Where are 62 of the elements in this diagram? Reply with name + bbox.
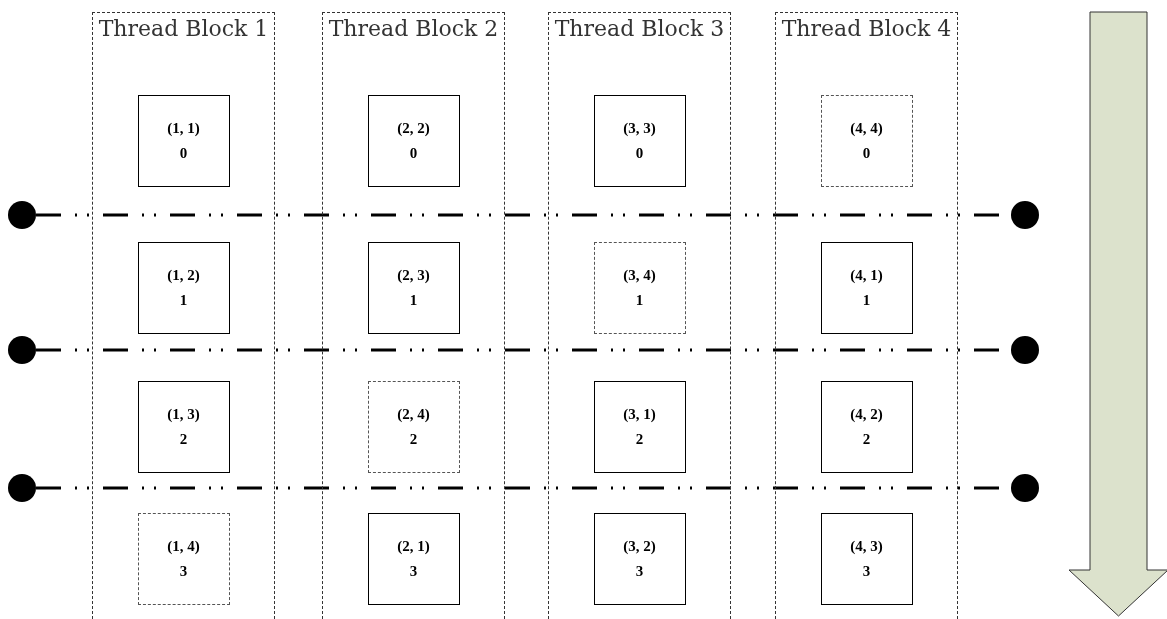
thread-box [593, 381, 686, 473]
box-text: 0 [635, 145, 644, 162]
dot-marker [8, 474, 36, 502]
box-text: (3, 1) [623, 406, 656, 423]
box-text: 0 [862, 145, 871, 162]
dot-marker [1011, 474, 1039, 502]
box-text: 0 [179, 145, 188, 162]
dot-marker [8, 336, 36, 364]
thread-box [367, 513, 460, 605]
thread-box [820, 95, 913, 187]
box-text: (3, 2) [623, 538, 656, 555]
thread-box [820, 242, 913, 334]
box-text: (3, 3) [623, 120, 656, 137]
dot-marker [1011, 336, 1039, 364]
box-text: (4, 2) [850, 406, 883, 423]
box-text: (4, 1) [850, 267, 883, 284]
thread-block-frame [775, 12, 958, 619]
box-text: 2 [635, 431, 644, 448]
box-text: (3, 4) [623, 267, 656, 284]
block-title: Thread Block 2 [327, 15, 500, 43]
thread-block-frame [548, 12, 731, 619]
thread-box [367, 381, 460, 473]
thread-box [367, 242, 460, 334]
thread-box [820, 513, 913, 605]
box-text: 3 [635, 563, 644, 580]
thread-box [593, 513, 686, 605]
box-text: (4, 4) [850, 120, 883, 137]
thread-block-frame [92, 12, 275, 619]
box-text: 1 [409, 292, 418, 309]
box-text: 2 [862, 431, 871, 448]
box-text: 1 [862, 292, 871, 309]
box-text: (1, 3) [167, 406, 200, 423]
thread-box [593, 242, 686, 334]
box-text: (2, 2) [397, 120, 430, 137]
thread-box [137, 95, 230, 187]
dot-marker [8, 201, 36, 229]
box-text: (2, 3) [397, 267, 430, 284]
dot-marker [1011, 201, 1039, 229]
box-text: 3 [862, 563, 871, 580]
box-text: 3 [409, 563, 418, 580]
box-text: 0 [409, 145, 418, 162]
thread-box [593, 95, 686, 187]
box-text: 1 [179, 292, 188, 309]
box-text: 1 [635, 292, 644, 309]
box-text: (1, 4) [167, 538, 200, 555]
thread-box [137, 513, 230, 605]
box-text: 2 [179, 431, 188, 448]
box-text: 3 [179, 563, 188, 580]
block-title: Thread Block 3 [553, 15, 726, 43]
thread-box [820, 381, 913, 473]
thread-box [137, 242, 230, 334]
box-text: 2 [409, 431, 418, 448]
box-text: (1, 2) [167, 267, 200, 284]
box-text: (2, 4) [397, 406, 430, 423]
block-title: Thread Block 4 [780, 15, 953, 43]
box-text: (1, 1) [167, 120, 200, 137]
box-text: (2, 1) [397, 538, 430, 555]
box-text: (4, 3) [850, 538, 883, 555]
thread-box [367, 95, 460, 187]
block-title: Thread Block 1 [97, 15, 270, 43]
thread-box [137, 381, 230, 473]
thread-block-frame [322, 12, 505, 619]
